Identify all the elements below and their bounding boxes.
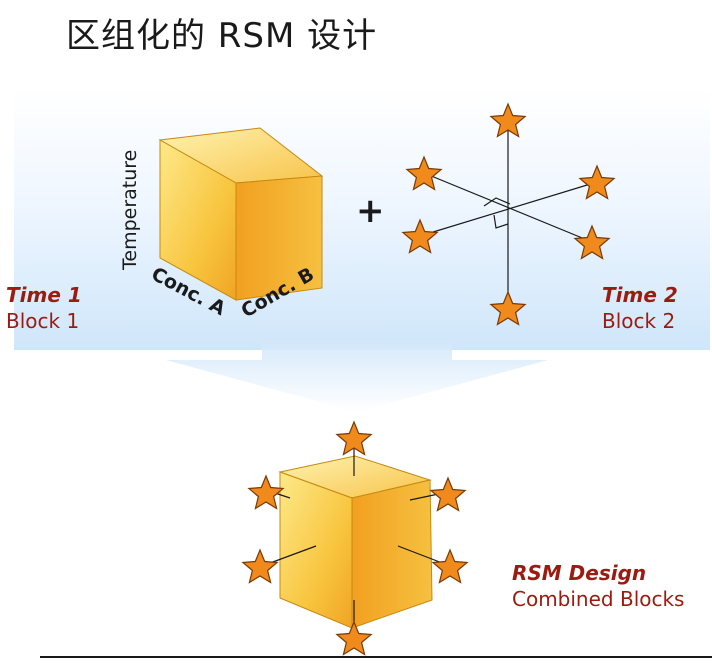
background-band	[14, 88, 710, 350]
star-icon	[489, 102, 527, 138]
block2-name: Block 2	[602, 309, 676, 333]
star-icon	[429, 476, 467, 512]
block1-name: Block 1	[6, 309, 80, 333]
combine-arrow	[166, 338, 548, 412]
bottom-rule	[40, 656, 712, 658]
plus-sign: +	[356, 191, 385, 231]
combined-stars	[241, 420, 469, 656]
cube-side-face	[351, 479, 433, 629]
block1-time: Time 1	[6, 283, 82, 307]
star-icon	[401, 218, 439, 254]
axial-stars	[401, 102, 616, 326]
factorial-cube	[158, 127, 324, 301]
cube-front-face	[279, 471, 353, 629]
slide-title: 区组化的 RSM 设计	[66, 16, 378, 56]
cube-label-temperature: Temperature	[119, 150, 141, 271]
rsm-design-label: RSM Design Combined Blocks	[512, 560, 684, 612]
block2-time: Time 2	[602, 283, 678, 307]
block2-label: Time 2 Block 2	[602, 282, 678, 334]
block1-label: Time 1 Block 1	[6, 282, 82, 334]
star-icon	[578, 164, 616, 200]
star-icon	[335, 620, 373, 656]
star-icon	[405, 155, 443, 191]
combined-cube	[278, 455, 433, 629]
rsm-design-desc: Combined Blocks	[512, 587, 685, 611]
axial-design	[419, 122, 598, 310]
star-icon	[489, 290, 527, 326]
star-icon	[573, 224, 611, 260]
rsm-design-name: RSM Design	[512, 561, 647, 585]
star-icon	[335, 420, 373, 456]
star-icon	[241, 548, 279, 584]
star-icon	[431, 548, 469, 584]
star-icon	[247, 474, 285, 510]
cube-side-face	[235, 175, 323, 301]
